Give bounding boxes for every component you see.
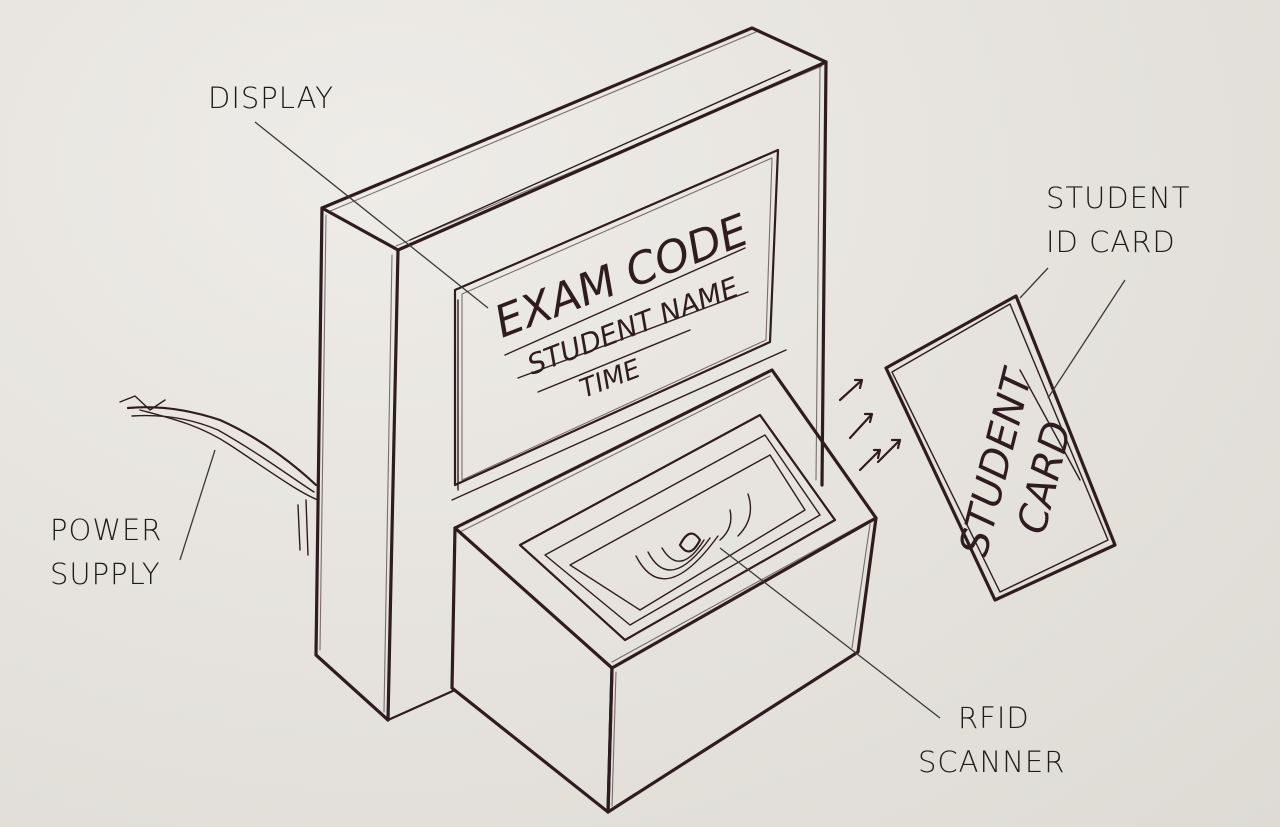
signal-arrows bbox=[838, 378, 902, 472]
student-id-leader bbox=[1019, 267, 1126, 399]
display-label-text: DISPLAY bbox=[208, 81, 334, 115]
student-id-card-label: STUDENT ID CARD bbox=[1046, 176, 1190, 264]
rfid-scanner-label-line1: RFID bbox=[958, 701, 1030, 735]
screen-content: EXAM CODE STUDENT NAME TIME bbox=[488, 205, 756, 405]
power-cable bbox=[119, 395, 319, 556]
leader-lines bbox=[179, 121, 1126, 719]
student-id-card-label-line2: ID CARD bbox=[1046, 225, 1176, 259]
rfid-scanner-leader bbox=[719, 547, 941, 719]
power-supply-leader bbox=[179, 449, 216, 561]
rfid-scanner-label-line2: SCANNER bbox=[918, 745, 1066, 779]
power-supply-label-line2: SUPPLY bbox=[50, 557, 161, 591]
student-id-card: STUDENT CARD bbox=[884, 294, 1117, 602]
student-id-card-label-line1: STUDENT bbox=[1046, 181, 1191, 215]
rfid-scanner-label: RFID SCANNER bbox=[918, 696, 1065, 784]
rfid-scanner-base bbox=[450, 368, 878, 814]
display-tower bbox=[314, 26, 828, 722]
display-label: DISPLAY bbox=[208, 76, 334, 120]
power-supply-label: POWER SUPPLY bbox=[50, 508, 162, 596]
power-supply-label-line1: POWER bbox=[50, 513, 163, 547]
display-leader bbox=[254, 121, 489, 309]
